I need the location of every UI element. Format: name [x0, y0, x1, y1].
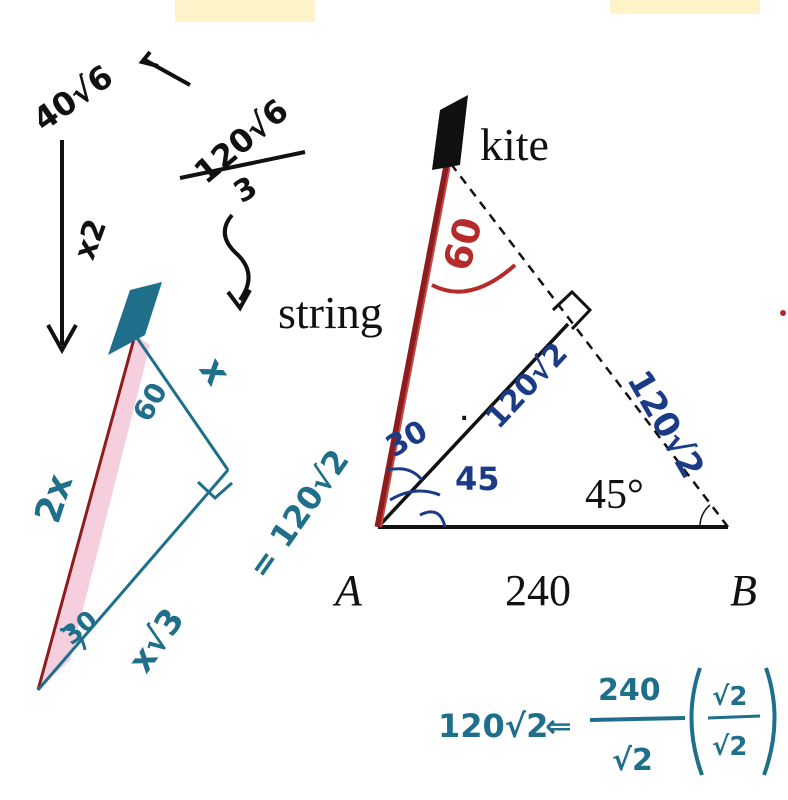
squiggle-arrow — [222, 213, 251, 302]
small-kite-shape — [108, 282, 162, 355]
bottom-arrow: ⇐ — [545, 707, 572, 745]
dot-mark-1: . — [460, 401, 468, 426]
top-left-value: 40√6 — [26, 57, 120, 139]
small-right-angle — [196, 480, 233, 501]
highlight-top-right — [610, 0, 760, 14]
paren-fraction-bar — [707, 714, 761, 720]
vertex-b-label: B — [730, 566, 757, 615]
bottom-fraction-den: √2 — [612, 743, 653, 778]
small-hyp-shade — [38, 335, 150, 690]
base-length-label: 240 — [505, 566, 571, 615]
kite-shape — [432, 95, 468, 170]
small-short-leg — [133, 334, 230, 471]
small-long-leg-value: = 120√2 — [240, 442, 356, 585]
kite-angle-arc — [431, 263, 517, 294]
down-arrow-head — [46, 324, 78, 355]
fraction-bar — [179, 150, 306, 180]
half-side-label: 120√2 — [619, 364, 712, 486]
small-short-leg-label: x — [191, 350, 238, 393]
top-left-arrow-head — [138, 50, 159, 68]
bottom-fraction-num: 240 — [598, 673, 661, 708]
paren-close — [762, 667, 777, 776]
angle-a-lower-label: 45 — [455, 460, 500, 498]
angle-b-arc — [699, 504, 711, 528]
times-two-label: x2 — [67, 215, 114, 265]
small-hypotenuse — [36, 334, 137, 691]
angle-a-lower-arc-1 — [389, 489, 441, 502]
small-long-leg — [36, 469, 230, 691]
bottom-fraction-bar — [589, 716, 686, 722]
fraction-denominator: 3 — [228, 170, 264, 211]
paren-open — [689, 667, 704, 776]
bottom-result: 120√2 — [438, 707, 548, 745]
kite-angle-label: 60 — [435, 213, 491, 275]
small-triangle — [36, 282, 233, 691]
angle-a-upper-arc — [387, 467, 424, 481]
dashed-b-kite — [447, 159, 729, 528]
squiggle-arrow-head — [226, 289, 252, 312]
angle-b-label: 45° — [585, 472, 644, 518]
small-hyp-label: 2x — [27, 469, 81, 528]
paren-den: √2 — [712, 732, 747, 762]
small-bottom-angle-arc — [59, 627, 87, 651]
angle-a-lower-arc-2 — [419, 510, 447, 528]
string-label: string — [278, 287, 383, 338]
main-triangle — [374, 95, 729, 529]
perpendicular-length-label: 120√2 — [479, 336, 575, 436]
vertex-a-label: A — [332, 566, 363, 615]
right-angle-mark — [551, 289, 593, 331]
red-dot — [780, 310, 786, 316]
string-highlight — [380, 159, 452, 528]
kite-label: kite — [480, 119, 549, 170]
small-long-leg-label: x√3 — [121, 601, 193, 680]
string-line — [374, 159, 452, 528]
highlight-top-left — [175, 0, 315, 22]
paren-num: √2 — [712, 682, 747, 712]
